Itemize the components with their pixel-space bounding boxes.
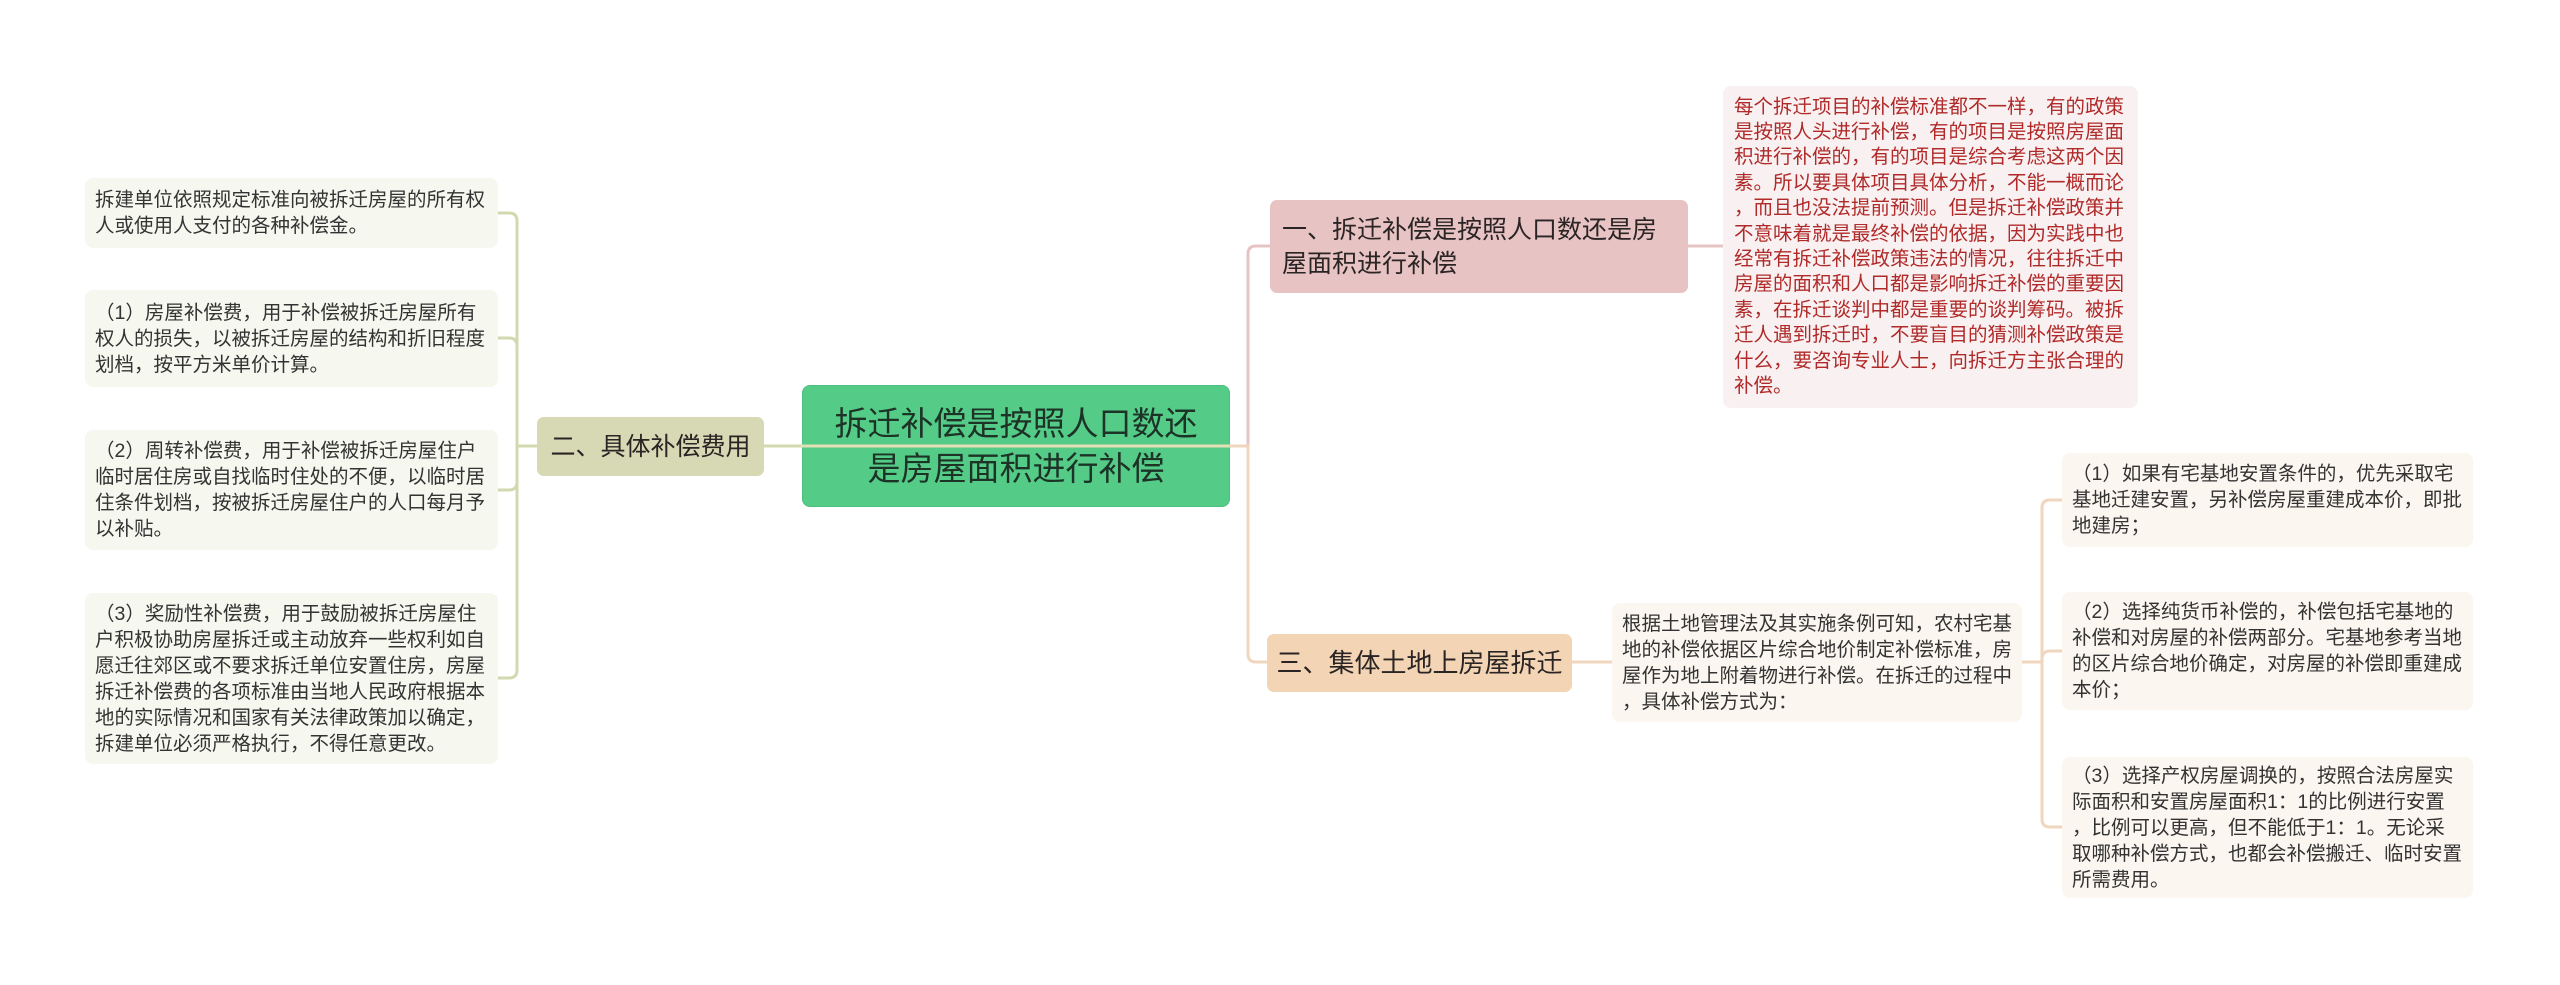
connector-line <box>496 444 519 680</box>
branch-topic-label: 三、集体土地上房屋拆迁 <box>1276 648 1563 678</box>
branch-2-detail-house-compensation: （1）房屋补偿费，用于补偿被拆迁房屋所有 权人的损失，以被拆迁房屋的结构和折旧程… <box>85 290 498 387</box>
branch-3-sub-item-property-exchange: （3）选择产权房屋调换的，按照合法房屋实 际面积和安置房屋面积1：1的比例进行安… <box>2062 757 2473 898</box>
connector-line <box>2040 498 2064 664</box>
detail-text: 根据土地管理法及其实施条例可知，农村宅基 地的补偿依据区片综合地价制定补偿标准，… <box>1622 612 2013 713</box>
detail-text: （1）如果有宅基地安置条件的，优先采取宅 基地迁建安置，另补偿房屋重建成本价，即… <box>2072 463 2463 537</box>
connector-line <box>496 336 519 448</box>
branch-3-sub-item-homestead-relocation: （1）如果有宅基地安置条件的，优先采取宅 基地迁建安置，另补偿房屋重建成本价，即… <box>2062 453 2473 547</box>
connector-line <box>1246 244 1272 448</box>
branch-topic-collective-land-demolition: 三、集体土地上房屋拆迁 <box>1267 634 1572 692</box>
branch-topic-label: 二、具体补偿费用 <box>550 432 751 461</box>
branch-topic-population-vs-area: 一、拆迁补偿是按照人口数还是房 屋面积进行补偿 <box>1270 200 1688 293</box>
branch-topic-compensation-fees: 二、具体补偿费用 <box>537 417 764 476</box>
detail-text: （2）周转补偿费，用于补偿被拆迁房屋住户 临时居住房或自找临时住处的不便，以临时… <box>95 440 486 540</box>
detail-text: 每个拆迁项目的补偿标准都不一样，有的政策 是按照人头进行补偿，有的项目是按照房屋… <box>1734 95 2125 398</box>
connector-line <box>496 211 519 448</box>
connector-line <box>496 444 519 492</box>
detail-text: 拆建单位依照规定标准向被拆迁房屋的所有权 人或使用人支付的各种补偿金。 <box>95 189 486 237</box>
root-topic-label: 拆迁补偿是按照人口数还 是房屋面积进行补偿 <box>834 405 1198 487</box>
connector-line <box>2040 660 2064 829</box>
branch-3-sub-item-monetary-compensation: （2）选择纯货币补偿的，补偿包括宅基地的 补偿和对房屋的补偿两部分。宅基地参考当… <box>2062 592 2473 710</box>
detail-text: （3）奖励性补偿费，用于鼓励被拆迁房屋住 户积极协助房屋拆迁或主动放弃一些权利如… <box>95 602 486 755</box>
branch-1-detail-note: 每个拆迁项目的补偿标准都不一样，有的政策 是按照人头进行补偿，有的项目是按照房屋… <box>1723 86 2138 408</box>
branch-3-detail-intro: 根据土地管理法及其实施条例可知，农村宅基 地的补偿依据区片综合地价制定补偿标准，… <box>1612 603 2022 722</box>
branch-2-detail-turnover-compensation: （2）周转补偿费，用于补偿被拆迁房屋住户 临时居住房或自找临时住处的不便，以临时… <box>85 430 498 550</box>
detail-text: （2）选择纯货币补偿的，补偿包括宅基地的 补偿和对房屋的补偿两部分。宅基地参考当… <box>2072 601 2463 701</box>
branch-topic-label: 一、拆迁补偿是按照人口数还是房 屋面积进行补偿 <box>1282 215 1658 278</box>
detail-text: （1）房屋补偿费，用于补偿被拆迁房屋所有 权人的损失，以被拆迁房屋的结构和折旧程… <box>95 301 486 376</box>
connector-line <box>2040 649 2064 664</box>
branch-2-detail-definition: 拆建单位依照规定标准向被拆迁房屋的所有权 人或使用人支付的各种补偿金。 <box>85 178 498 248</box>
root-topic: 拆迁补偿是按照人口数还 是房屋面积进行补偿 <box>802 385 1230 507</box>
connector-line <box>1246 444 1269 664</box>
branch-2-detail-incentive-compensation: （3）奖励性补偿费，用于鼓励被拆迁房屋住 户积极协助房屋拆迁或主动放弃一些权利如… <box>85 593 498 764</box>
detail-text: （3）选择产权房屋调换的，按照合法房屋实 际面积和安置房屋面积1：1的比例进行安… <box>2072 764 2463 891</box>
